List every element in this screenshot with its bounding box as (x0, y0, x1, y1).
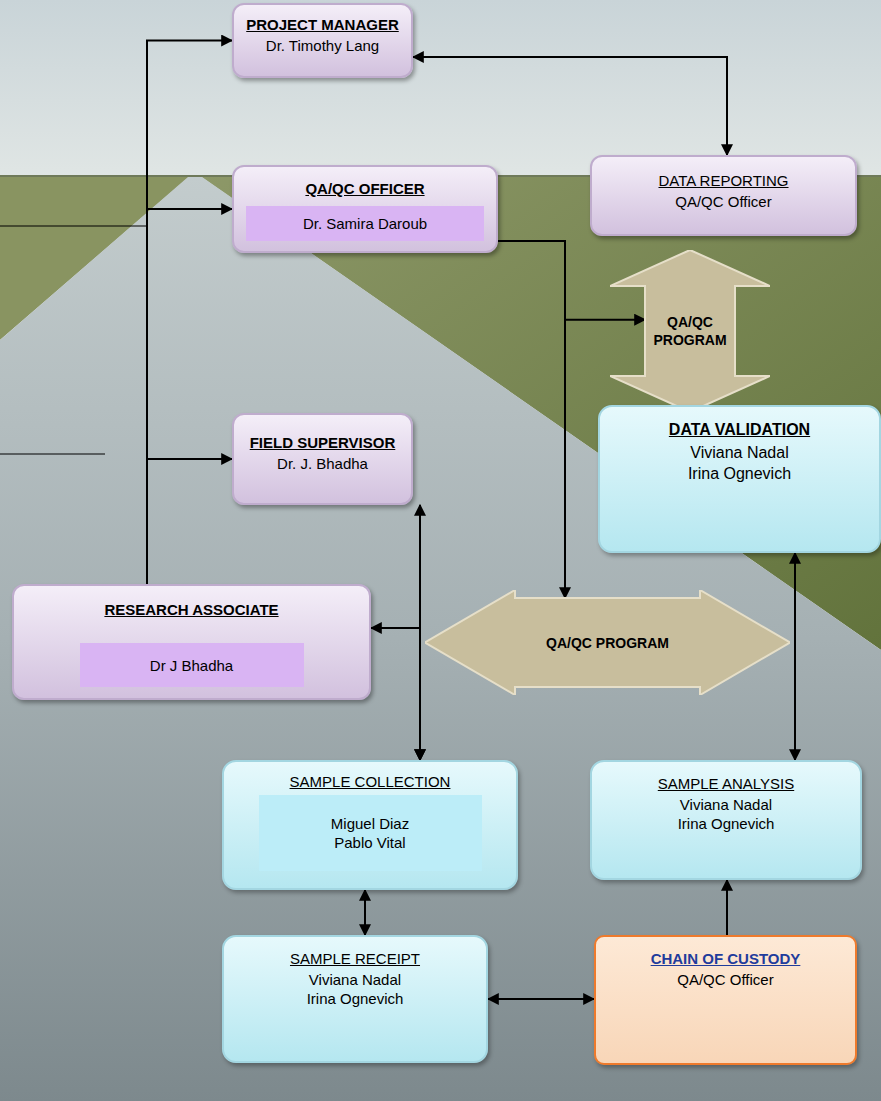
person-name: Dr J Bhadha (150, 656, 233, 675)
person-name: Dr. Samira Daroub (303, 214, 427, 233)
person-name: Irina Ognevich (688, 463, 791, 484)
task-box: SAMPLE RECEIPT Viviana NadalIrina Ognevic… (222, 935, 488, 1063)
connector-arrow (147, 459, 232, 584)
connector-arrow (794, 553, 796, 760)
box-title: RESEARCH ASSOCIATE (104, 600, 278, 619)
role-box: QA/QC OFFICER Dr. Samira Daroub (232, 165, 498, 253)
program-arrow: QA/QC PROGRAM (425, 590, 790, 695)
role-box: FIELD SUPERVISOR Dr. J. Bhadha (232, 413, 413, 505)
connector-arrow (726, 880, 728, 935)
box-title: QA/QC PROGRAM (648, 313, 732, 349)
person-name: Viviana Nadal (680, 795, 772, 814)
box-title: DATA REPORTING (658, 171, 788, 190)
task-box: DATA VALIDATIONViviana NadalIrina Ognevi… (598, 405, 881, 553)
connector-arrow (147, 209, 232, 584)
person-name: Viviana Nadal (309, 970, 401, 989)
box-title: CHAIN OF CUSTODY (651, 949, 801, 968)
person-name: Irina Ognevich (307, 989, 404, 1008)
double-arrow-shape (610, 250, 770, 412)
name-box: Dr. Samira Daroub (246, 206, 484, 241)
name-box: Miguel DiazPablo Vital (259, 795, 482, 871)
program-arrow: QA/QC PROGRAM (610, 250, 770, 412)
leader-line (0, 226, 147, 227)
task-box: SAMPLE COLLECTION Miguel DiazPablo Vital (222, 760, 518, 890)
person-name: Dr. Timothy Lang (266, 36, 379, 55)
box-title: DATA VALIDATION (669, 419, 810, 440)
person-name: Dr. J. Bhadha (277, 454, 368, 473)
connector-arrow (413, 57, 727, 155)
box-title: SAMPLE RECEIPT (290, 949, 420, 968)
connector-arrow (498, 241, 565, 598)
role-box: PROJECT MANAGER Dr. Timothy Lang (232, 3, 413, 78)
person-name: QA/QC Officer (677, 970, 773, 989)
box-title: SAMPLE ANALYSIS (658, 774, 794, 793)
task-box: DATA REPORTING QA/QC Officer (590, 155, 857, 236)
custody-box: CHAIN OF CUSTODY QA/QC Officer (594, 935, 857, 1065)
box-title: QA/QC OFFICER (305, 179, 424, 198)
person-name: Irina Ognevich (678, 814, 775, 833)
role-box: RESEARCH ASSOCIATE Dr J Bhadha (12, 584, 371, 700)
person-name: Pablo Vital (334, 833, 405, 852)
arrow-outline (425, 590, 790, 695)
name-box: Dr J Bhadha (80, 643, 304, 687)
box-title: PROJECT MANAGER (246, 15, 399, 34)
person-name: Viviana Nadal (690, 442, 788, 463)
box-title: SAMPLE COLLECTION (290, 772, 451, 791)
box-title: FIELD SUPERVISOR (250, 433, 396, 452)
connector-arrow (364, 890, 366, 935)
leader-line (0, 454, 105, 455)
connector-arrow (371, 628, 420, 760)
person-name: QA/QC Officer (675, 192, 771, 211)
canal-water (0, 177, 881, 1101)
person-name: Miguel Diaz (331, 814, 409, 833)
box-title: QA/QC PROGRAM (546, 634, 669, 652)
connector-arrow (488, 998, 594, 1000)
connector-arrow (147, 41, 232, 585)
task-box: SAMPLE ANALYSIS Viviana NadalIrina Ognevi… (590, 760, 862, 880)
arrow-outline (610, 250, 770, 412)
